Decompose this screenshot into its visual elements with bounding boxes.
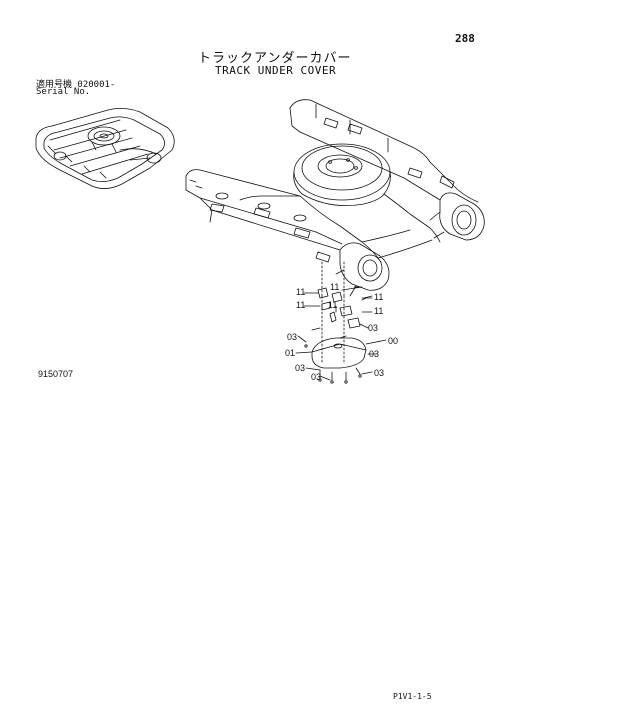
callout-label: 03 xyxy=(287,332,297,342)
under-cover-exploded-parts xyxy=(295,261,387,384)
callout-label: 11 xyxy=(296,300,305,310)
callout-label: 03 xyxy=(374,368,384,378)
serial-applicable-label: 適用号機 020001- xyxy=(36,80,116,90)
callout-label: 11 xyxy=(296,287,305,297)
overview-undercarriage-inset xyxy=(35,108,175,189)
track-frame-drawing xyxy=(185,99,485,297)
callout-label: 00 xyxy=(388,336,398,346)
page-code: P1V1-1-5 xyxy=(393,692,432,701)
callout-labels: 11 11 11 11 11 11 03 03 00 01 03 03 03 0… xyxy=(285,282,398,382)
page-number: 288 xyxy=(455,32,475,45)
callout-label: 11 xyxy=(330,282,339,292)
callout-label: 03 xyxy=(369,349,379,359)
callout-label: 11 xyxy=(374,292,383,302)
serial-number-label: Serial No. xyxy=(36,87,91,97)
page-title-english: TRACK UNDER COVER xyxy=(215,64,337,77)
callout-label: 01 xyxy=(285,348,295,358)
callout-label: 03 xyxy=(295,363,305,373)
page-title-japanese: トラックアンダーカバー xyxy=(198,51,352,66)
callout-label: 11 xyxy=(374,306,383,316)
callout-label: 11 xyxy=(328,300,337,310)
callout-label: 03 xyxy=(368,323,378,333)
figure-number: 9150707 xyxy=(38,369,74,379)
callout-label: 03 xyxy=(311,372,321,382)
